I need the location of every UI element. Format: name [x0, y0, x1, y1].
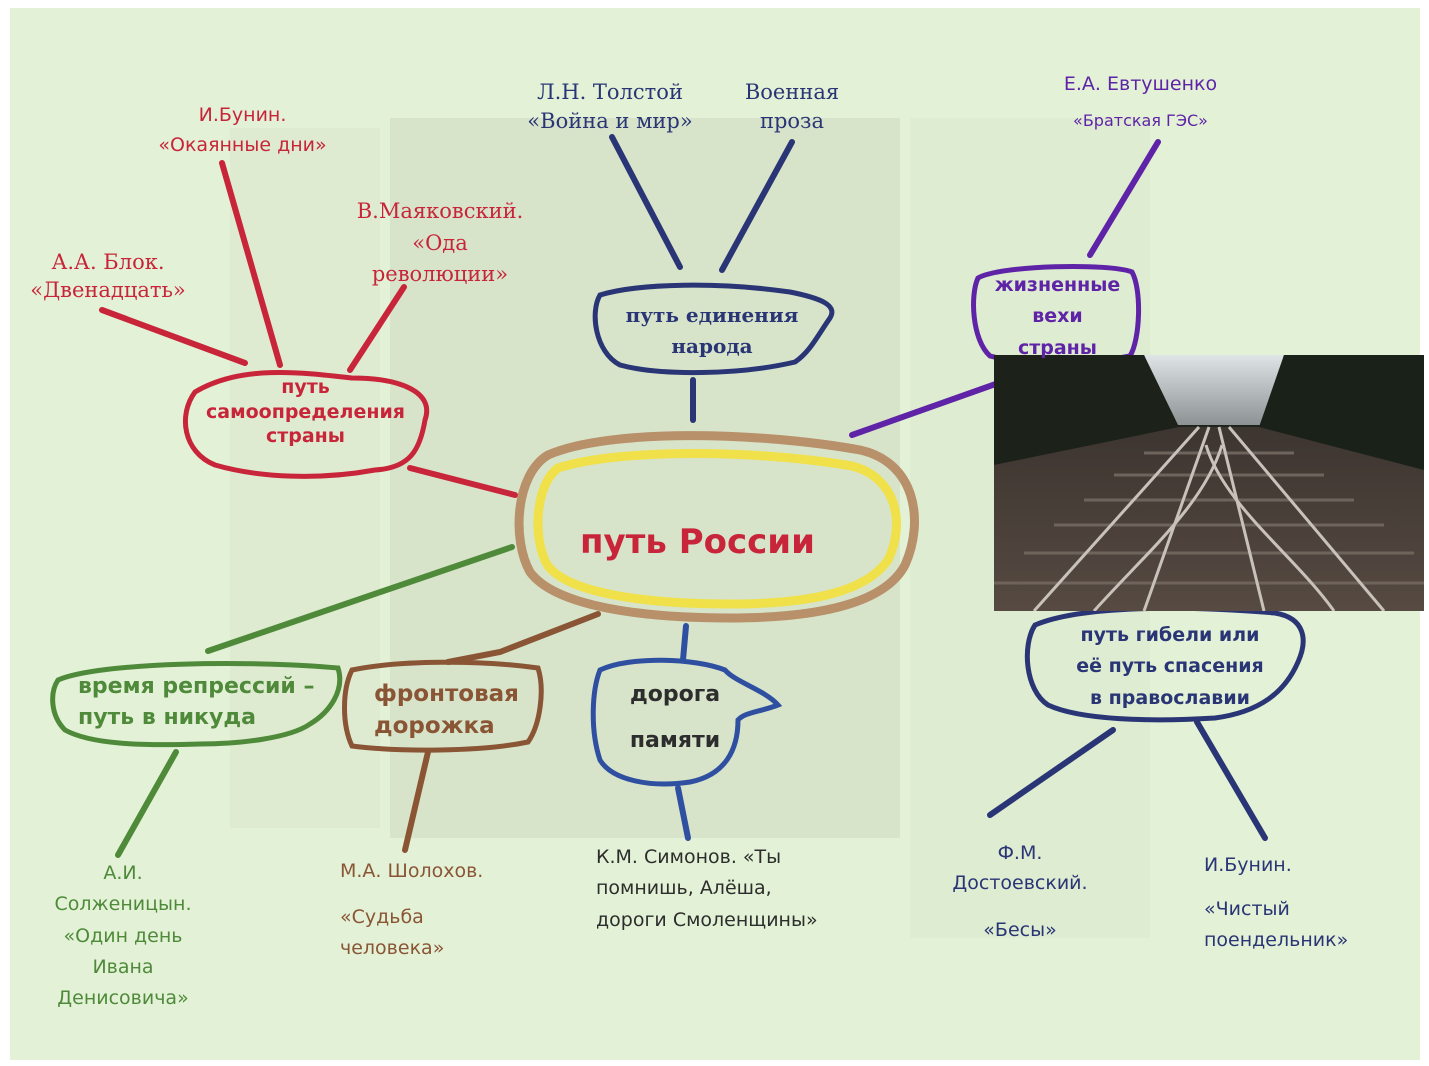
work-blok-author: А.А. Блок.	[51, 250, 165, 274]
work-sholokhov-sudba-cheloveka: М.А. Шолохов. «Судьба человека»	[340, 856, 483, 963]
hub-front-line-1: фронтовая	[374, 681, 519, 707]
hub-repressions-line-1: время репрессий –	[78, 674, 315, 699]
connector-evtushenko	[1087, 139, 1161, 258]
hub-ruin: путь гибели или её путь спасения в право…	[1055, 620, 1285, 714]
work-sholokhov-title-2: человека»	[340, 936, 445, 959]
work-evtushenko-bratskaya-ges: Е.А. Евтушенко «Братская ГЭС»	[1058, 72, 1223, 131]
work-tolstoy-voina-i-mir: Л.Н. Толстой «Война и мир»	[520, 78, 700, 137]
connector-solzhenitsyn	[115, 749, 179, 858]
hub-memory-line-1: дорога	[629, 682, 721, 707]
hub-unity-line-2: народа	[671, 334, 753, 358]
connector-bunin1	[219, 160, 283, 368]
hub-outline-unity	[592, 282, 835, 376]
hub-unity-line-1: путь единения	[625, 303, 799, 327]
hub-front: фронтовая дорожка	[374, 678, 519, 742]
work-mayakovsky-oda: В.Маяковский. «Ода революции»	[355, 196, 525, 291]
center-outline-inner	[533, 449, 901, 609]
work-simonov-line-1: К.М. Симонов. «Ты	[596, 846, 782, 868]
work-mayakovsky-title-2: революции»	[371, 262, 509, 286]
connector-bunin2	[1194, 719, 1268, 841]
work-war-prose: Военная проза	[742, 78, 842, 137]
hub-outline-memory	[590, 657, 783, 787]
connector-sholokhov	[402, 749, 431, 853]
connector-simonov	[675, 785, 691, 841]
hub-outline-front	[342, 659, 544, 753]
work-dostoevsky-author-1: Ф.М.	[997, 842, 1043, 864]
hub-outline-self-determination	[182, 369, 430, 479]
work-mayakovsky-author: В.Маяковский.	[356, 199, 524, 223]
hub-milestones: жизненные вехи страны	[985, 270, 1130, 364]
work-simonov-line-3: дороги Смоленщины»	[596, 908, 818, 931]
connector-self-determination-center	[407, 465, 518, 498]
connector-war-prose	[719, 139, 795, 273]
work-dostoevsky-author-2: Достоевский.	[952, 872, 1088, 895]
connector-blok	[99, 307, 248, 366]
work-evtushenko-title: «Братская ГЭС»	[1073, 110, 1208, 130]
hub-outline-repressions	[50, 661, 343, 748]
work-tolstoy-author: Л.Н. Толстой	[537, 80, 683, 104]
work-dostoevsky-besy: Ф.М. Достоевский. «Бесы»	[940, 838, 1100, 945]
work-bunin2-title-2: поендельник»	[1204, 928, 1349, 951]
work-war-prose-line-2: проза	[759, 109, 825, 134]
hub-self-determination-line-2: самоопределения	[205, 400, 405, 423]
railway-tracks-photo	[994, 355, 1424, 611]
connector-dostoevsky	[987, 727, 1116, 818]
work-solzhenitsyn-line-3: «Один день	[63, 924, 183, 947]
connector-front-center	[445, 611, 601, 665]
connector-memory-center	[680, 623, 689, 663]
work-dostoevsky-title: «Бесы»	[983, 918, 1057, 941]
center-label: путь России	[580, 522, 815, 562]
work-sholokhov-author: М.А. Шолохов.	[340, 860, 484, 882]
hub-milestones-line-2: вехи	[1032, 305, 1083, 328]
work-blok-dvenadtsat: А.А. Блок. «Двенадцать»	[28, 248, 188, 305]
work-bunin1-title: «Окаянные дни»	[158, 134, 327, 157]
connector-mayakovsky	[347, 284, 407, 373]
work-bunin-okayannye-dni: И.Бунин. «Окаянные дни»	[145, 100, 340, 161]
hub-milestones-line-1: жизненные	[994, 274, 1121, 296]
work-evtushenko-author: Е.А. Евтушенко	[1063, 73, 1218, 95]
hub-milestones-line-3: страны	[1017, 336, 1097, 359]
work-simonov: К.М. Симонов. «Ты помнишь, Алёша, дороги…	[596, 842, 818, 936]
railway-tracks-illustration	[994, 355, 1424, 611]
work-bunin-chisty-ponedelnik: И.Бунин. «Чистый поендельник»	[1204, 850, 1348, 955]
work-bunin2-title-1: «Чистый	[1204, 898, 1290, 921]
work-solzhenitsyn-line-2: Солженицын.	[54, 893, 192, 916]
hub-repressions: время репрессий – путь в никуда	[78, 672, 314, 734]
work-blok-title: «Двенадцать»	[30, 278, 186, 303]
hub-ruin-line-2: её путь спасения	[1076, 655, 1264, 678]
work-solzhenitsyn-odin-den: А.И. Солженицын. «Один день Ивана Денисо…	[38, 858, 208, 1015]
hub-front-line-2: дорожка	[374, 713, 495, 740]
work-solzhenitsyn-line-1: А.И.	[103, 862, 143, 884]
center-outline-outer	[514, 431, 919, 623]
work-solzhenitsyn-line-5: Денисовича»	[57, 987, 189, 1010]
connector-tolstoy	[609, 134, 683, 270]
hub-unity: путь единения народа	[612, 300, 812, 362]
hub-ruin-line-3: в православии	[1090, 686, 1250, 709]
hub-self-determination: путь самоопределения страны	[198, 375, 413, 449]
work-tolstoy-title: «Война и мир»	[527, 109, 693, 134]
work-bunin2-author: И.Бунин.	[1204, 854, 1292, 876]
hub-memory: дорога памяти	[620, 672, 730, 764]
work-war-prose-line-1: Военная	[744, 80, 840, 104]
hub-self-determination-line-1: путь	[281, 376, 330, 398]
work-solzhenitsyn-line-4: Ивана	[92, 956, 154, 979]
hub-repressions-line-2: путь в никуда	[78, 704, 256, 730]
work-bunin1-author: И.Бунин.	[198, 104, 287, 126]
work-simonov-line-2: помнишь, Алёша,	[596, 877, 772, 900]
hub-self-determination-line-3: страны	[265, 425, 345, 448]
background-faint-photo	[390, 118, 900, 838]
connector-repressions-center	[205, 544, 515, 654]
hub-memory-line-2: памяти	[629, 728, 721, 754]
hub-ruin-line-1: путь гибели или	[1080, 624, 1260, 646]
work-mayakovsky-title-1: «Ода	[412, 230, 468, 255]
work-sholokhov-title-1: «Судьба	[340, 906, 424, 929]
